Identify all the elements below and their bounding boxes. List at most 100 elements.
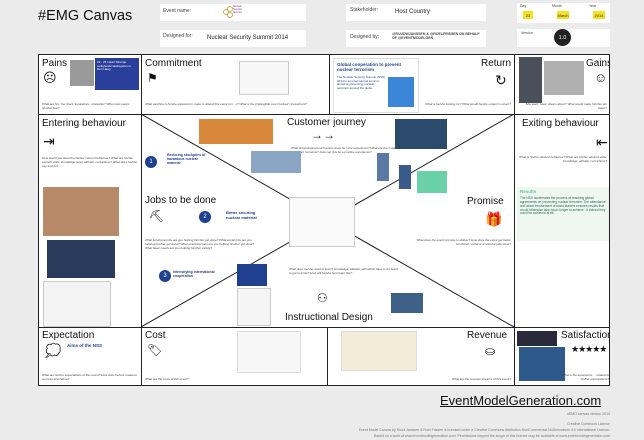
nss-logo-text: Nuclear Security Summit bbox=[233, 5, 243, 14]
journey-center-doc bbox=[289, 197, 355, 247]
revenue-document bbox=[341, 331, 417, 371]
version-field[interactable]: Version 1.0 bbox=[517, 29, 610, 47]
stakeholder-label: Stakeholder: bbox=[350, 7, 379, 13]
entering-photo-person bbox=[43, 187, 119, 236]
month-label: Month bbox=[552, 4, 562, 8]
gains-title: Gains bbox=[586, 58, 610, 69]
sad-face-icon: ☹ bbox=[43, 70, 57, 85]
design-photo bbox=[391, 293, 423, 313]
double-arrow-icon: →→ bbox=[311, 128, 335, 142]
return-question: What is he/she looking for? What would h… bbox=[425, 102, 511, 106]
pains-news-slide[interactable]: 21 - 25 maart Strenge veiligheidsmaatreg… bbox=[95, 58, 139, 90]
journey-photo-2 bbox=[251, 151, 301, 173]
promise-question: What does the event promise to deliver? … bbox=[416, 238, 511, 247]
col-divider-left bbox=[141, 114, 142, 385]
entering-cartoon bbox=[43, 281, 111, 327]
job-item-3: 3 Intensifying international cooperation bbox=[159, 268, 219, 290]
entering-title: Entering behaviour bbox=[42, 118, 126, 129]
journey-photo-4 bbox=[377, 153, 389, 181]
jobs-title: Jobs to be done bbox=[145, 195, 217, 206]
revenue-question: What are the revenue streams of this eve… bbox=[451, 377, 511, 381]
global-cooperation-title: Global cooperation to prevent nuclear te… bbox=[337, 62, 402, 73]
price-tag-icon: 🏷 bbox=[147, 343, 163, 357]
global-cooperation-body: The Nuclear Security Summit (NSS) 2014 i… bbox=[337, 75, 386, 90]
coins-icon: ⛀ bbox=[485, 344, 496, 358]
exiting-question: What is his/her desired behaviour? What … bbox=[519, 155, 607, 164]
designed-by-label: Designed by: bbox=[350, 34, 380, 40]
satisfaction-question: What is the experience ... related to hi… bbox=[561, 373, 609, 382]
promise-title: Promise bbox=[467, 196, 504, 207]
license-title: Creative Commons License bbox=[567, 422, 610, 426]
cost-question: What are the costs of this event? bbox=[145, 377, 189, 381]
license-line-2: Based on a work at www.eventmodelgenerat… bbox=[374, 434, 610, 438]
journey-photo-5 bbox=[399, 165, 411, 189]
date-field[interactable]: Day 23 Month March Year 2014 bbox=[517, 3, 610, 23]
nss-logo: Nuclear Security Summit bbox=[220, 5, 246, 20]
event-name-label: Event name: bbox=[163, 8, 192, 14]
pains-question: What are his / her fears, frustrations, … bbox=[42, 102, 130, 111]
satisfaction-photo-2 bbox=[519, 347, 565, 381]
day-value: 23 bbox=[523, 11, 533, 19]
gains-photo-1 bbox=[519, 57, 542, 103]
designed-by-field[interactable]: Designed by: @RUUDWJANSSEN & @ROELFRISSE… bbox=[346, 30, 486, 47]
sign-out-icon: ⇤ bbox=[596, 134, 608, 150]
results-slide[interactable]: Results The NSS accelerates the process … bbox=[517, 187, 609, 241]
people-network-icon: ⚇ bbox=[317, 291, 328, 305]
revenue-title: Revenue bbox=[467, 330, 508, 341]
col-divider-bottom bbox=[327, 327, 328, 385]
expectation-question: What are his/her expectations of this ev… bbox=[42, 373, 137, 382]
job-number-3: 3 bbox=[159, 270, 171, 282]
thought-bubble-icon: 💭 bbox=[45, 343, 62, 358]
pains-photo-1 bbox=[70, 60, 94, 86]
happy-face-icon: ☺ bbox=[594, 70, 608, 85]
stakeholder-field[interactable]: Stakeholder: Host Country bbox=[346, 4, 486, 21]
journey-question: What chronological touch points does he … bbox=[291, 146, 398, 155]
promise-chart-slide bbox=[417, 171, 447, 193]
version-value: 1.0 bbox=[554, 29, 571, 46]
journey-title: Customer journey bbox=[287, 117, 366, 128]
entering-photo-room bbox=[47, 240, 115, 278]
designed-for-label: Designed for: bbox=[163, 33, 193, 39]
journey-photo-3 bbox=[395, 119, 447, 149]
row-divider-1 bbox=[39, 114, 609, 115]
month-value: March bbox=[557, 11, 569, 19]
satisfaction-photo-1 bbox=[517, 331, 557, 346]
year-value: 2014 bbox=[593, 11, 605, 19]
eventmodelgeneration-link[interactable]: EventModelGeneration.com bbox=[440, 393, 602, 408]
stakeholder-value: Host Country bbox=[395, 9, 431, 15]
year-label: Year bbox=[589, 4, 597, 8]
event-name-field[interactable]: Event name: Nuclear Security Summit bbox=[160, 4, 306, 21]
results-title: Results bbox=[520, 189, 537, 194]
signpost-icon: ⚑ bbox=[147, 71, 158, 85]
globe-image bbox=[388, 77, 414, 107]
gift-icon: 🎁 bbox=[485, 211, 503, 227]
results-body: The NSS accelerates the process of reach… bbox=[520, 196, 606, 216]
exiting-title: Exiting behaviour bbox=[522, 118, 599, 129]
job-text-1: Reducing stockpiles of hazardous nuclear… bbox=[167, 153, 206, 166]
journey-photo-1 bbox=[199, 119, 273, 144]
canvas-brand-title: #EMG Canvas bbox=[38, 8, 133, 24]
job-number-2: 2 bbox=[199, 211, 211, 223]
pains-title: Pains bbox=[42, 58, 68, 69]
day-label: Day bbox=[520, 4, 527, 8]
aims-title: Aims of the NSS bbox=[67, 343, 103, 348]
jobs-blue-slide bbox=[237, 264, 267, 286]
designed-by-value: @RUUDWJANSSEN & @ROELFRISSEN ON BEHALF O… bbox=[392, 32, 480, 41]
entering-question: How would you describe his/her current b… bbox=[42, 156, 138, 169]
cost-title: Cost bbox=[145, 330, 166, 341]
job-text-2: Better securing nuclear material bbox=[226, 210, 257, 220]
designed-for-field[interactable]: Designed for: Nuclear Security Summit 20… bbox=[160, 30, 306, 47]
digging-worker-icon: ⛏ bbox=[149, 209, 165, 223]
canvas-version: #EMG canvas version 2014 bbox=[567, 412, 610, 416]
commitment-document bbox=[239, 61, 289, 95]
expectation-title: Expectation bbox=[42, 330, 95, 341]
return-title: Return bbox=[481, 58, 512, 69]
satisfaction-title: Satisfaction bbox=[561, 330, 610, 341]
event-model-canvas: Pains ☹ 21 - 25 maart Strenge veiligheid… bbox=[38, 54, 610, 386]
aims-slide[interactable]: Aims of the NSS bbox=[65, 341, 139, 369]
col-divider-pains bbox=[141, 55, 142, 114]
return-slide[interactable]: Global cooperation to prevent nuclear te… bbox=[333, 58, 419, 113]
col-divider-right bbox=[514, 114, 515, 385]
col-divider-commit bbox=[329, 55, 330, 114]
license-line-1: Event Model Canvas by Ruud Janssen & Roe… bbox=[358, 428, 610, 432]
